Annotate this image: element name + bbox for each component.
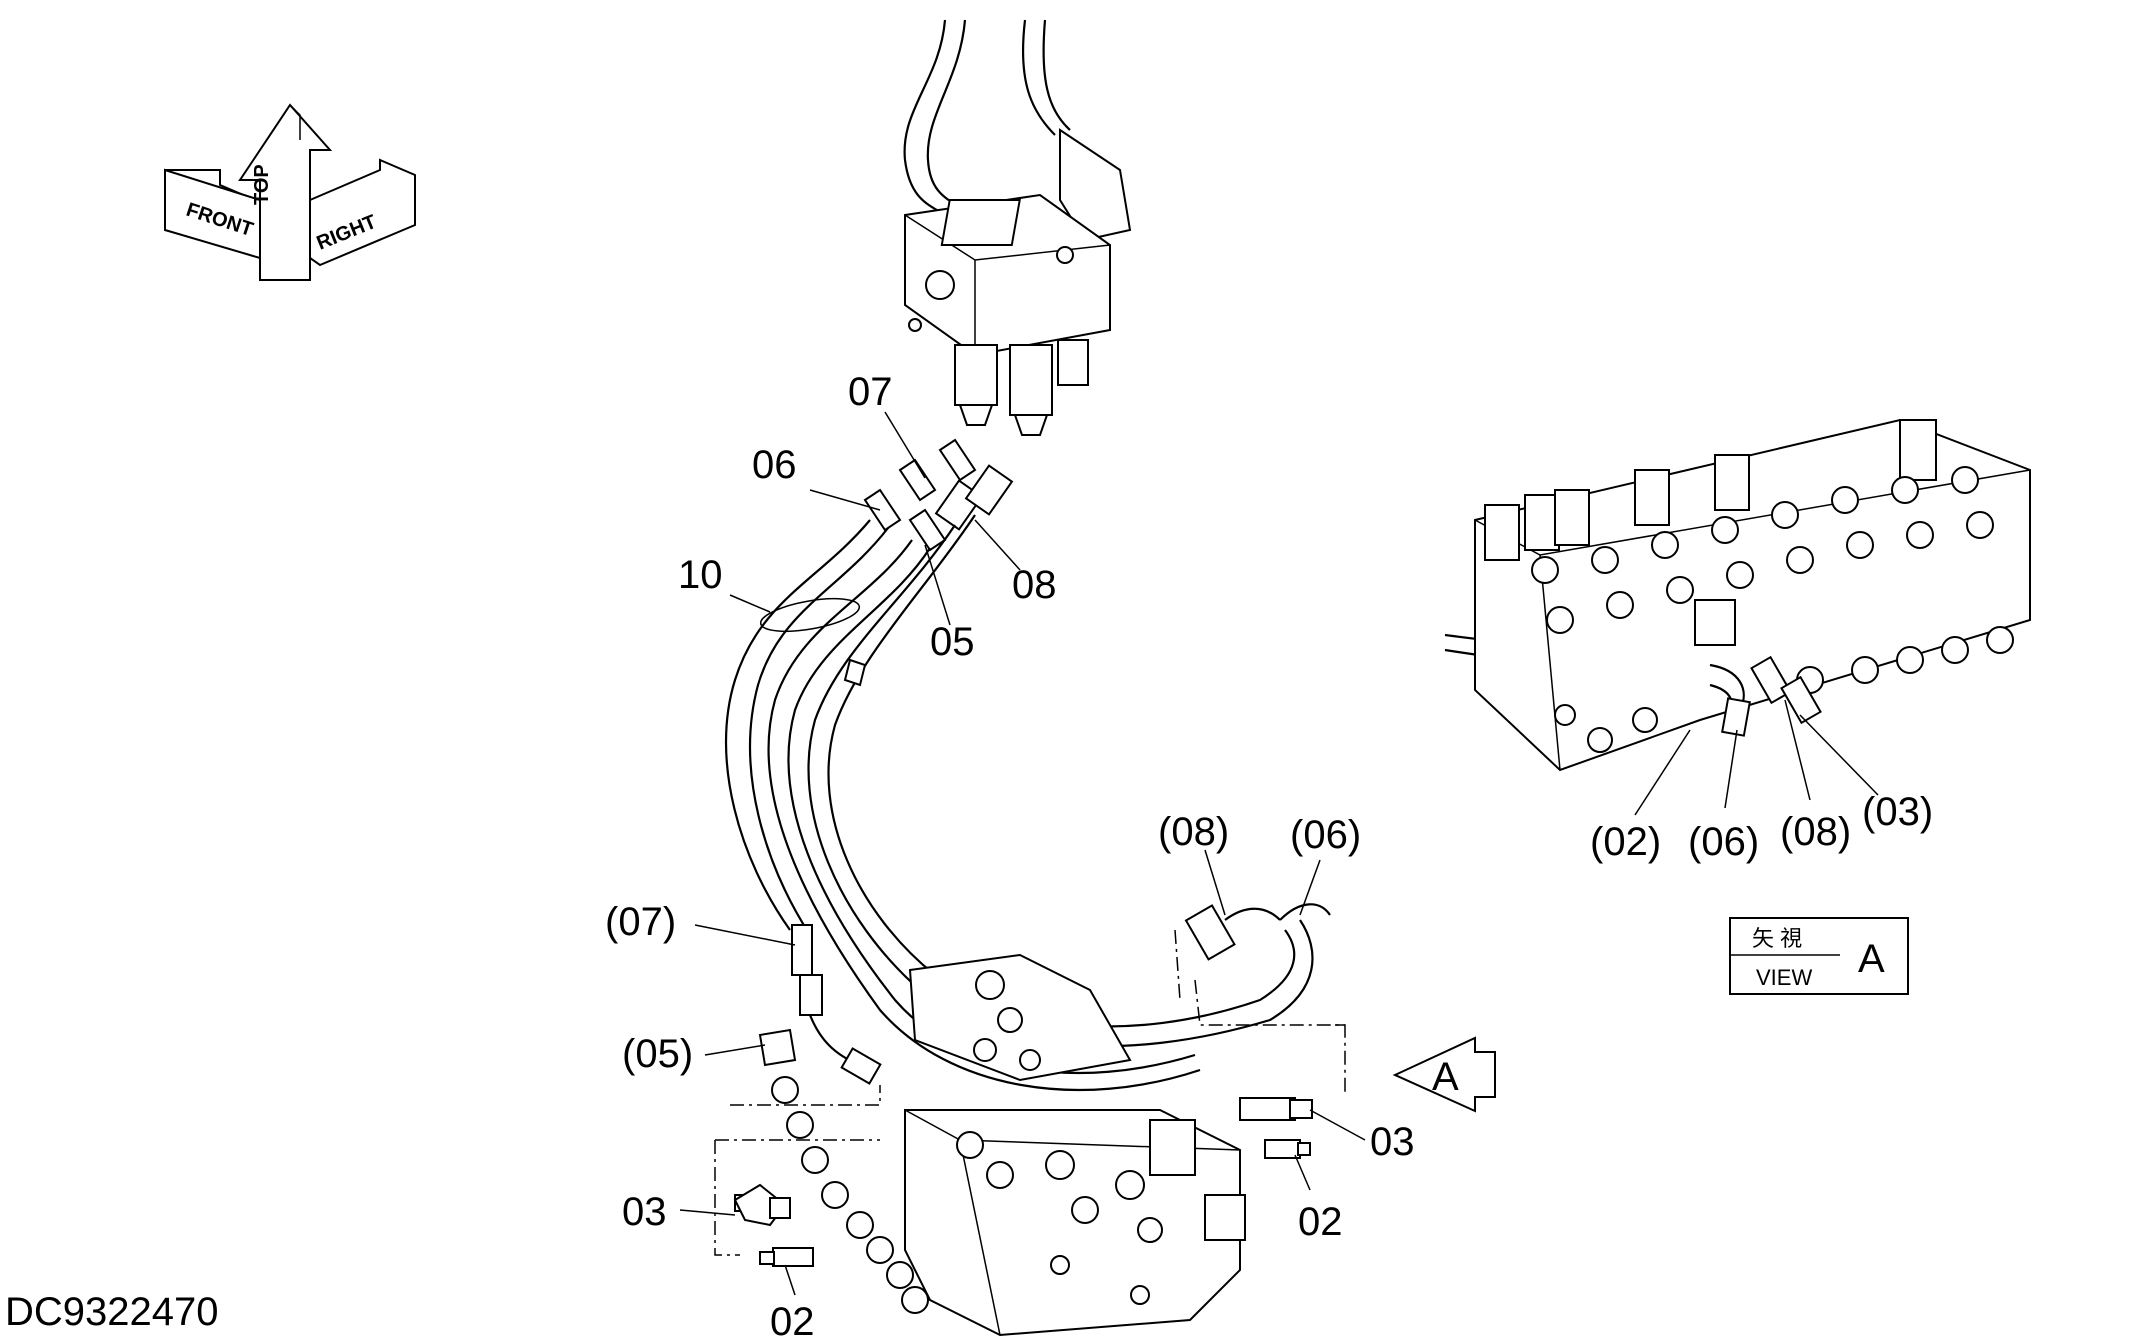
control-valve — [714, 929, 1346, 1337]
callout-07: 07 — [848, 370, 893, 414]
view-letter-label: A — [1858, 937, 1885, 981]
view-a-detail — [1444, 418, 2031, 772]
callout-06: 06 — [752, 443, 797, 487]
callout-03-ref-view: (03) — [1862, 790, 1933, 834]
orientation-compass: FRONT TOP RIGHT — [164, 103, 416, 281]
view-direction-arrow: A — [1392, 1036, 1496, 1113]
callout-10: 10 — [678, 553, 723, 597]
callout-03-right: 03 — [1370, 1120, 1415, 1164]
callout-02-right: 02 — [1298, 1200, 1343, 1244]
callout-02-ref-view: (02) — [1590, 820, 1661, 864]
view-word-label: VIEW — [1756, 965, 1812, 990]
callout-02-left: 02 — [770, 1300, 815, 1338]
view-a-label-box: 矢 視 VIEW A — [1729, 917, 1909, 995]
callout-07-ref: (07) — [605, 900, 676, 944]
callout-labels: 07 06 10 05 08 (07) (05) (08) (06) 03 02… — [605, 370, 1933, 1338]
leader-lines — [679, 411, 1879, 1296]
callout-08-ref-view: (08) — [1780, 810, 1851, 854]
callout-08: 08 — [1012, 563, 1057, 607]
callout-06-ref-view: (06) — [1688, 820, 1759, 864]
drawing-id: DC9322470 — [5, 1290, 219, 1334]
callout-06-ref-main: (06) — [1290, 813, 1361, 857]
view-kanji-label: 矢 視 — [1752, 926, 1802, 951]
callout-03-left: 03 — [622, 1190, 667, 1234]
callout-08-ref-main: (08) — [1158, 810, 1229, 854]
pilot-valve-assembly — [903, 19, 1132, 436]
callout-05: 05 — [930, 620, 975, 664]
compass-top-label: TOP — [251, 164, 273, 205]
callout-05-ref: (05) — [622, 1032, 693, 1076]
view-arrow-letter: A — [1432, 1055, 1459, 1099]
